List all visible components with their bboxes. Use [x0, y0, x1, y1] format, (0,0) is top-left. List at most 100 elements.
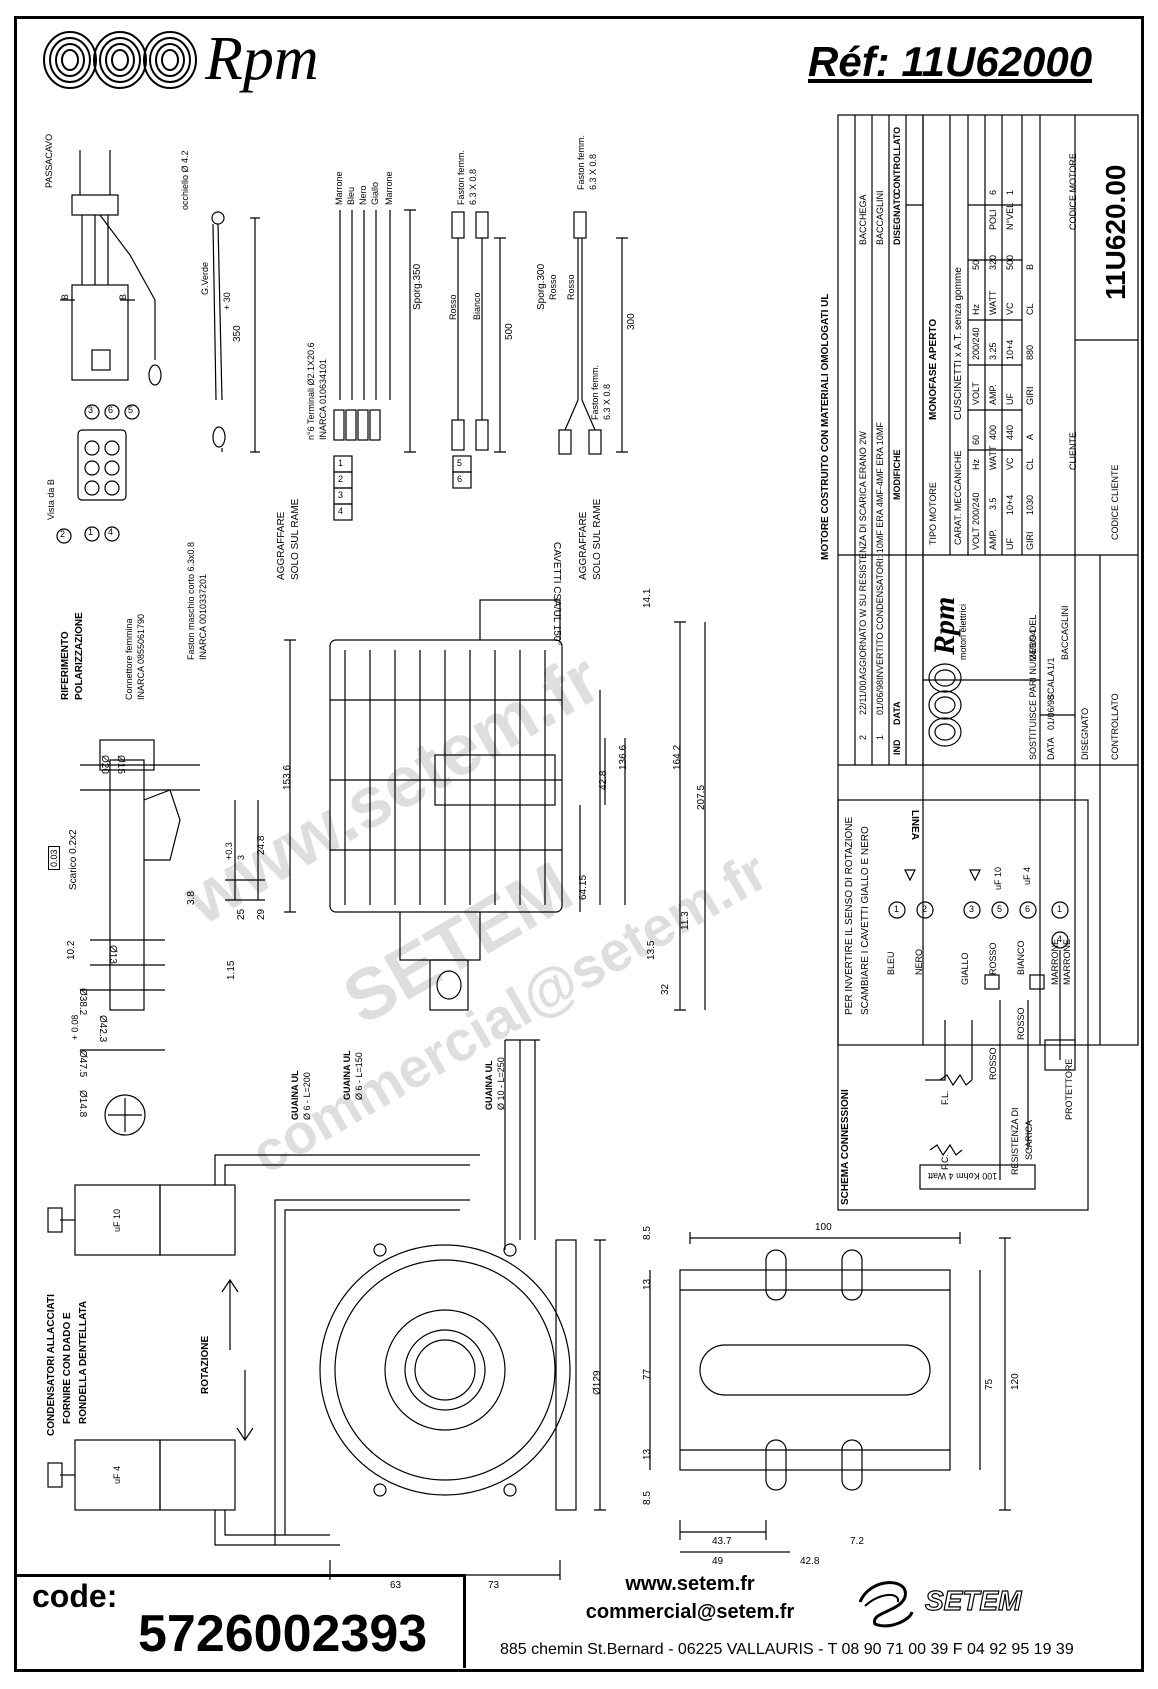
drawing-frame: [14, 16, 1144, 1672]
code-value: 5726002393: [138, 1605, 428, 1663]
pin-label-5: 5: [457, 458, 463, 468]
cliente-label: CLIENTE: [1068, 431, 1078, 470]
rpm-titleblock-logo: [928, 663, 962, 747]
rev-2-data: 22/11/00: [858, 680, 868, 715]
schema-wire-giallo: GIALLO: [960, 952, 970, 985]
b-label-left: B: [60, 293, 70, 300]
schema-protettore: PROTETTORE: [1064, 1058, 1074, 1120]
dim-49: 49: [712, 1556, 724, 1567]
terminali-code: INARCA 010634101: [318, 358, 328, 440]
spec-r3-8: N°VEL: [1005, 202, 1015, 230]
spec-r2-7: 320: [988, 254, 998, 270]
dim-10-2: 10.2: [66, 940, 77, 960]
wire-color-3: Nero: [358, 185, 368, 205]
scarico-label: Scarico 0.2x2: [68, 829, 79, 890]
dim-63: 63: [390, 1580, 402, 1591]
conn-pin-4: 4: [108, 527, 114, 537]
dim-d15: Ø15: [115, 755, 126, 774]
pin-label-3: 3: [338, 490, 344, 500]
titleblock-rpm-sub: motori elettrici: [958, 603, 968, 660]
wire-bundle-5-6: [451, 211, 628, 489]
motor-side-view: [284, 599, 706, 1011]
schema-note-1: PER INVERTIRE IL SENSO DI ROTAZIONE: [844, 816, 855, 1015]
dim-120: 120: [1010, 1373, 1021, 1390]
carat-label: CARAT. MECCANICHE: [953, 450, 963, 545]
dim-136-6: 136.6: [618, 744, 629, 770]
spec-r3-5: 10+4: [1005, 339, 1015, 360]
dim-13-bottom: 13: [642, 1448, 653, 1460]
condensatori-line-3: RONDELLA DENTELLATA: [78, 1300, 89, 1424]
motor-front-view: [319, 1039, 606, 1580]
schema-num-4: 4: [1057, 934, 1063, 944]
rev-2-dis: BACCHEGA: [858, 194, 868, 245]
footer-email[interactable]: commercial@setem.fr: [585, 1601, 795, 1623]
dim-8-5-bottom: 8.5: [642, 1491, 653, 1505]
schema-wire-marrone-2: MARRONE: [1062, 938, 1072, 985]
schema-note-2: SCAMBIARE I CAVETTI GIALLO E NERO: [860, 826, 871, 1015]
dim-d20: Ø20: [99, 755, 110, 774]
spec-r3-4: UF: [1005, 393, 1015, 405]
schema-fc: F.C.: [940, 1153, 950, 1170]
solo-sul-rame-1: SOLO SUL RAME: [290, 498, 301, 580]
scala-label: SCALA: [1046, 670, 1056, 700]
riferimento-label: RIFERIMENTO: [60, 631, 71, 700]
tolerance-flatness: 0.03: [48, 846, 60, 870]
rosso-label-2: Rosso: [548, 274, 558, 300]
dim-77: 77: [642, 1368, 653, 1380]
spec-r4-7: B: [1025, 263, 1035, 270]
faston-femm-3: Faston femm.: [590, 364, 600, 420]
faston-size-1: 6.3 X 0.8: [468, 168, 478, 205]
schema-wire-rosso-2: ROSSO: [1016, 1007, 1026, 1040]
rev-1-dis: BACCAGLINI: [875, 190, 885, 245]
cavetti-label: CAVETTI CSA/UL 150°: [551, 542, 562, 646]
codice-motore-label: CODICE MOTORE: [1068, 153, 1078, 230]
dim-d47-5: Ø47.5: [77, 1050, 88, 1078]
dim-d42-3: Ø42.3: [97, 1015, 108, 1043]
setem-logo-text: SETEM: [925, 1585, 1022, 1616]
wire-color-5: Marrone: [384, 171, 394, 205]
solo-sul-rame-2: SOLO SUL RAME: [592, 498, 603, 580]
vista-b-label: Vista da B: [46, 479, 56, 520]
disegnato-value: BACCAGLINI: [1060, 605, 1070, 660]
footer-contacts: www.setem.fr commercial@setem.fr: [560, 1570, 820, 1626]
spec-r1-2: Hz: [971, 459, 981, 470]
occhiello-label: occhiello Ø 4.2: [180, 150, 190, 210]
tipo-motore-label: TIPO MOTORE: [928, 482, 938, 545]
schema-title: SCHEMA CONNESSIONI: [840, 1089, 851, 1205]
dim-207-5: 207.5: [696, 784, 707, 810]
dim-42-8-bracket: 42.8: [800, 1556, 820, 1567]
tol-plus30-a: + 30: [222, 292, 232, 310]
b-label-right: B: [118, 293, 128, 300]
polarizzazione-label: POLARIZZAZIONE: [74, 612, 85, 700]
spec-r4-1: 1030: [1025, 494, 1035, 515]
rev-1-modifiche: INVERTITO CONDENSATORI: 10MF ERA 4MF-4MF…: [875, 422, 885, 680]
wire-color-4: Giallo: [370, 181, 380, 205]
conn-pin-6: 6: [108, 405, 114, 415]
faston-maschio-code: INARCA 0010337201: [198, 573, 208, 660]
spec-r4-2: CL: [1025, 458, 1035, 470]
rotazione-label: ROTAZIONE: [200, 1335, 211, 1394]
schema-wire-bleu: BLEU: [886, 951, 896, 975]
faston-femm-2: Faston femm.: [576, 134, 586, 190]
spec-r2-8: POLI: [988, 209, 998, 230]
dim-153-6: 153.6: [282, 764, 293, 790]
schema-num-5: 5: [997, 904, 1003, 914]
bianco-label: Bianco: [472, 292, 482, 320]
green-wire-label: G.Verde: [200, 261, 210, 295]
sporg-300: Sporg.300: [536, 263, 547, 310]
pin-label-6: 6: [457, 474, 463, 484]
schema-wire-nero: NERO: [914, 948, 924, 975]
aggraffare-label-1: AGGRAFFARE: [276, 511, 287, 580]
code-box: [16, 1574, 466, 1668]
schema-uf10: uF 10: [993, 866, 1003, 890]
dim-43-7: 43.7: [712, 1536, 732, 1547]
spec-r1-6: Hz: [971, 304, 981, 315]
rev-2-modifiche: AGGIORNATO W SU RESISTENZA DI SCARICA ER…: [858, 431, 868, 680]
connettore-code: INARCA 0855061790: [136, 613, 146, 700]
rev-1-data: 01/06/98: [875, 679, 885, 715]
col-data: DATA: [892, 701, 902, 725]
footer-website[interactable]: www.setem.fr: [625, 1573, 755, 1595]
linea-label: LINEA: [909, 810, 920, 840]
disegnato-label: DISEGNATO: [1080, 707, 1090, 760]
faston-size-2: 6.3 X 0.8: [588, 153, 598, 190]
